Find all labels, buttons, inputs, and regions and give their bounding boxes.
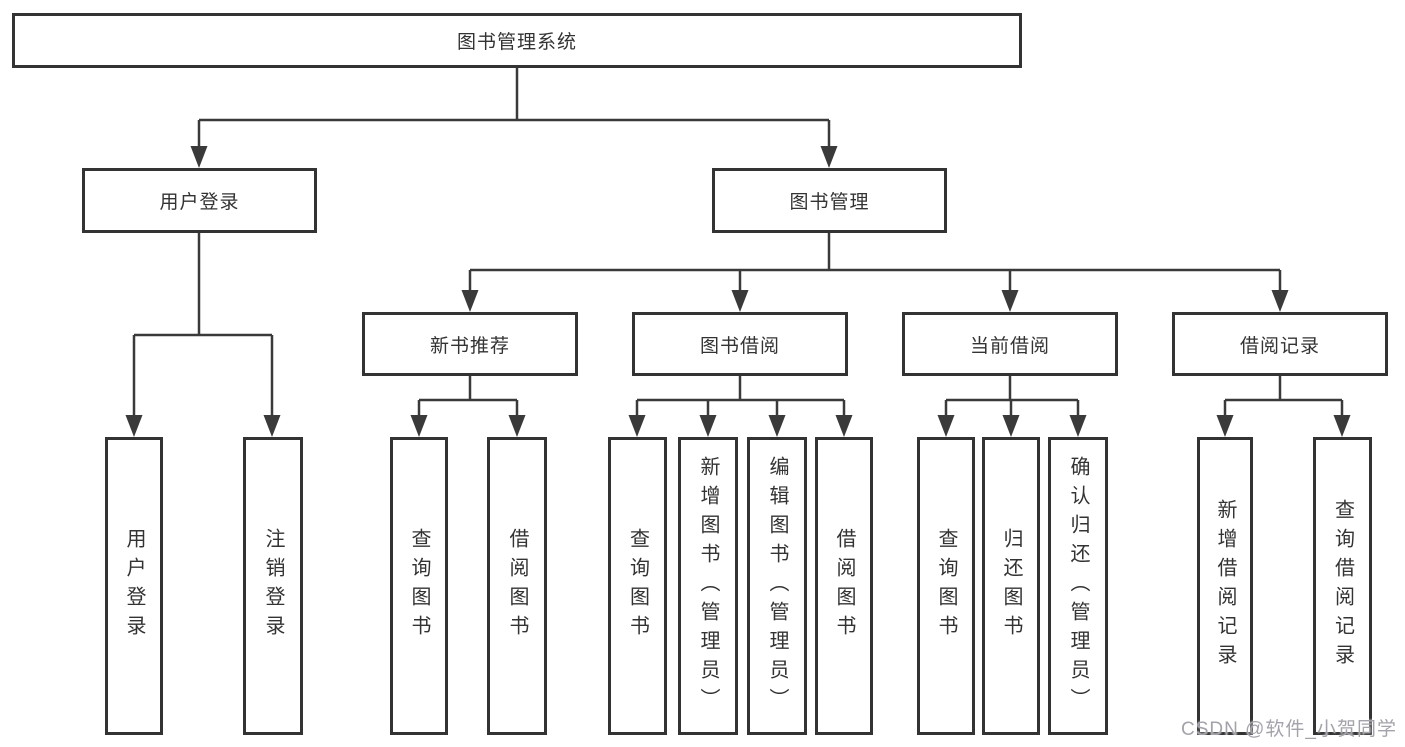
- node-label: 编辑图书（管理员）: [766, 455, 788, 717]
- node-label: 查询借阅记录: [1331, 499, 1354, 673]
- node-leaf-query-books-2: 查询图书: [608, 437, 667, 735]
- node-label: 图书借阅: [699, 335, 780, 357]
- node-label: 查询图书: [626, 528, 649, 644]
- node-leaf-user-login: 用户登录: [105, 437, 163, 735]
- node-leaf-query-borrow-record: 查询借阅记录: [1313, 437, 1372, 735]
- node-label: 当前借阅: [969, 335, 1050, 357]
- node-label: 查询图书: [935, 528, 957, 644]
- node-user-login: 用户登录: [82, 168, 317, 233]
- node-label: 用户登录: [123, 528, 145, 644]
- node-leaf-add-borrow-record: 新增借阅记录: [1197, 437, 1253, 735]
- node-leaf-query-books-1: 查询图书: [390, 437, 448, 735]
- node-label: 借阅记录: [1239, 335, 1320, 357]
- node-label: 新书推荐: [429, 335, 510, 357]
- node-borrowing-records: 借阅记录: [1172, 312, 1388, 376]
- node-leaf-borrow-books-2: 借阅图书: [815, 437, 873, 735]
- node-leaf-logout: 注销登录: [243, 437, 303, 735]
- node-current-borrowing: 当前借阅: [902, 312, 1118, 376]
- node-label: 查询图书: [408, 528, 430, 644]
- node-book-management: 图书管理: [712, 168, 947, 233]
- node-label: 用户登录: [159, 192, 240, 213]
- csdn-watermark: CSDN @软件_小贺同学: [1181, 719, 1397, 740]
- node-label: 图书管理: [789, 192, 870, 213]
- node-book-borrowing: 图书借阅: [632, 312, 848, 376]
- node-new-book-recommendation: 新书推荐: [362, 312, 578, 376]
- node-leaf-query-books-3: 查询图书: [917, 437, 975, 735]
- node-library-management-system: 图书管理系统: [12, 13, 1022, 68]
- node-leaf-return-books: 归还图书: [982, 437, 1040, 735]
- node-leaf-confirm-return-admin: 确认归还（管理员）: [1048, 437, 1108, 735]
- node-label: 图书管理系统: [456, 32, 577, 53]
- arrow-down-icons: [125, 146, 1351, 437]
- node-label: 借阅图书: [833, 528, 855, 644]
- node-leaf-add-books-admin: 新增图书（管理员）: [678, 437, 738, 735]
- node-label: 归还图书: [1000, 528, 1022, 644]
- node-leaf-edit-books-admin: 编辑图书（管理员）: [747, 437, 807, 735]
- node-label: 注销登录: [262, 528, 284, 644]
- node-label: 新增图书（管理员）: [697, 455, 719, 717]
- node-label: 新增借阅记录: [1214, 499, 1236, 673]
- node-leaf-borrow-books-1: 借阅图书: [487, 437, 547, 735]
- node-label: 确认归还（管理员）: [1067, 455, 1089, 717]
- node-label: 借阅图书: [506, 528, 528, 644]
